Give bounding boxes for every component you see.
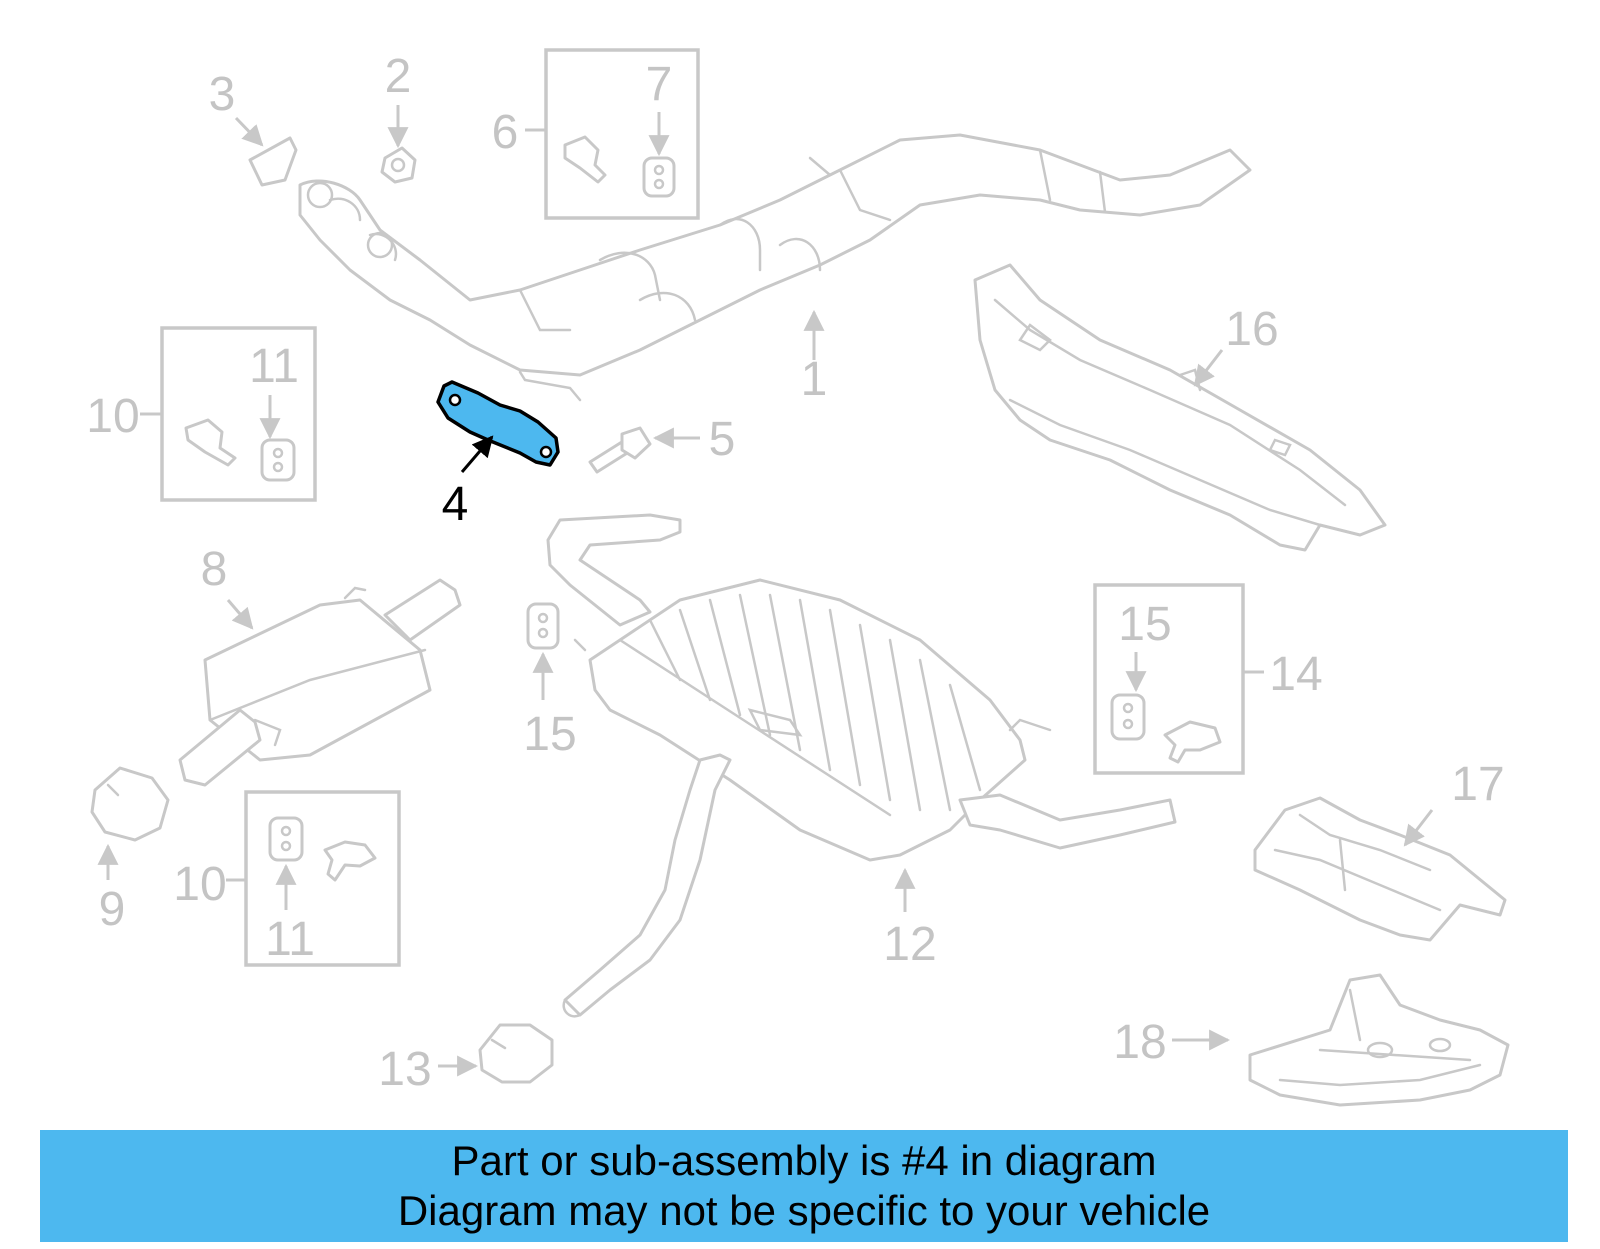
callout-1: 1 — [801, 353, 828, 406]
clamp-part-9 — [90, 766, 170, 842]
hanger-kit-14 — [1110, 693, 1222, 764]
callout-10-lower: 10 — [173, 858, 226, 911]
callout-7: 7 — [646, 58, 673, 111]
heat-shield-part-16 — [973, 263, 1387, 552]
bracket-kit-10-upper — [184, 418, 296, 482]
banner-line-part-number: Part or sub-assembly is #4 in diagram — [451, 1137, 1157, 1184]
hanger-part-15 — [526, 602, 560, 650]
heat-shield-part-18 — [1248, 973, 1510, 1107]
callout-14: 14 — [1269, 648, 1322, 701]
bracket-part-4-highlighted — [436, 380, 560, 467]
callout-15: 15 — [523, 708, 576, 761]
callout-18: 18 — [1113, 1016, 1166, 1069]
kit-box-14 — [1093, 583, 1245, 775]
clamp-part-13 — [478, 1023, 554, 1084]
bolt-part-5 — [588, 426, 652, 474]
callout-5: 5 — [709, 413, 736, 466]
callout-8: 8 — [201, 543, 228, 596]
callout-10-upper: 10 — [86, 390, 139, 443]
callout-13: 13 — [378, 1043, 431, 1096]
callout-11-upper: 11 — [249, 340, 299, 393]
exhaust-system-diagram: 1 2 3 6 7 10 11 4 — [86, 48, 1510, 1107]
bracket-kit-6 — [563, 135, 676, 198]
callout-6: 6 — [492, 106, 519, 159]
callout-4: 4 — [442, 478, 469, 531]
info-banner: Part or sub-assembly is #4 in diagram Di… — [40, 1130, 1568, 1242]
callout-12: 12 — [883, 918, 936, 971]
callout-17: 17 — [1451, 758, 1504, 811]
nut-part-2 — [380, 146, 417, 184]
callout-16: 16 — [1225, 303, 1278, 356]
callout-3: 3 — [209, 68, 236, 121]
callout-2: 2 — [385, 50, 412, 103]
heat-shield-part-17 — [1253, 796, 1507, 942]
rear-muffler-part-12 — [546, 513, 1177, 1018]
kit-box-6 — [544, 48, 700, 220]
front-exhaust-pipe-part-1 — [298, 133, 1252, 402]
callout-9: 9 — [99, 883, 126, 936]
callout-15-kit: 15 — [1118, 598, 1171, 651]
gasket-part-3 — [248, 136, 298, 187]
banner-line-disclaimer: Diagram may not be specific to your vehi… — [397, 1187, 1211, 1234]
center-muffler-part-8 — [178, 578, 462, 787]
bracket-kit-10-lower — [268, 816, 377, 882]
callout-11-lower: 11 — [265, 913, 315, 966]
